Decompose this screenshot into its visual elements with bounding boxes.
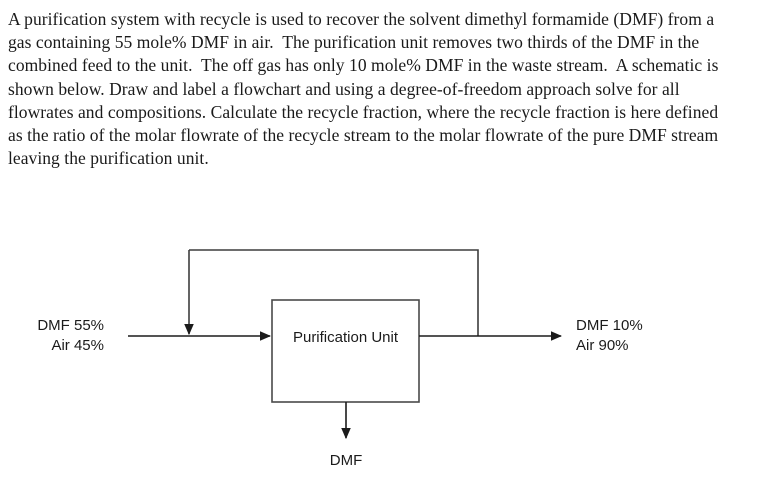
unit-label: Purification Unit bbox=[293, 329, 399, 346]
feed-label-line1: DMF 55% bbox=[37, 317, 104, 334]
unit-rectangle bbox=[271, 299, 420, 403]
recycle-line-path bbox=[189, 249, 479, 336]
offgas-label-line1: DMF 10% bbox=[576, 317, 643, 334]
recycle-stream bbox=[184, 249, 479, 336]
product-label: DMF bbox=[330, 452, 363, 469]
process-flow-diagram: DMF 55% Air 45% Purification Unit DMF 10… bbox=[0, 230, 765, 494]
product-stream: DMF bbox=[330, 402, 363, 469]
offgas-label-line2: Air 90% bbox=[576, 337, 629, 354]
problem-statement: A purification system with recycle is us… bbox=[8, 9, 723, 169]
flowsheet-svg: DMF 55% Air 45% Purification Unit DMF 10… bbox=[37, 249, 643, 469]
feed-label-line2: Air 45% bbox=[51, 337, 104, 354]
offgas-stream: DMF 10% Air 90% bbox=[419, 317, 643, 354]
feed-stream: DMF 55% Air 45% bbox=[37, 317, 272, 354]
purification-unit-box: Purification Unit bbox=[271, 299, 420, 403]
